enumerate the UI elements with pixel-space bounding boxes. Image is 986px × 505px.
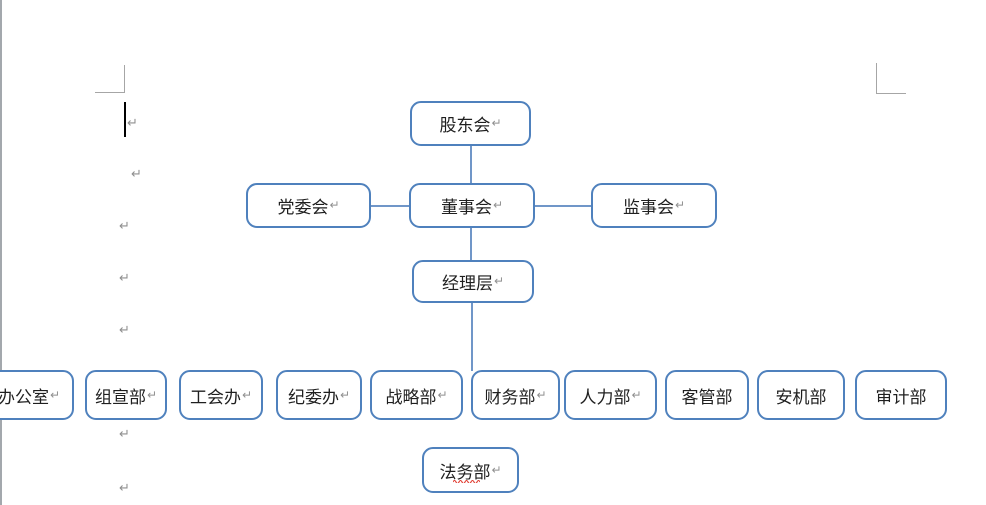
- connector-party-to-board: [371, 205, 410, 207]
- org-node-management-level[interactable]: 经理层↵: [412, 260, 534, 303]
- org-node-dept-finance[interactable]: 财务部↵: [471, 370, 560, 420]
- org-node-label: 法务部: [439, 462, 491, 482]
- org-node-dept-audit[interactable]: 审计部: [855, 370, 947, 420]
- margin-crop-mark-top-left-horizontal: [95, 92, 125, 93]
- org-node-dept-legal[interactable]: 法务部↵: [422, 447, 519, 493]
- org-node-label: 纪委办: [287, 387, 339, 407]
- paragraph-mark-icon: ↵: [241, 387, 253, 402]
- org-node-shareholders-meeting[interactable]: 股东会↵: [410, 101, 531, 146]
- org-node-dept-general-office[interactable]: 办公室↵: [0, 370, 74, 420]
- paragraph-mark-icon: ↵: [49, 387, 61, 402]
- org-node-dept-safety-equipment[interactable]: 安机部: [757, 370, 845, 420]
- org-node-label: 安机部: [775, 387, 827, 407]
- connector-management-to-departments: [471, 303, 473, 371]
- margin-crop-mark-top-left-vertical: [124, 65, 125, 93]
- paragraph-mark-icon: ↵: [119, 481, 130, 496]
- org-node-label: 监事会: [622, 198, 674, 217]
- paragraph-mark-icon: ↵: [119, 427, 130, 442]
- org-node-label: 组宣部: [94, 387, 146, 407]
- window-left-edge: [0, 0, 2, 505]
- paragraph-mark-icon: ↵: [437, 387, 448, 402]
- org-node-party-committee[interactable]: 党委会↵: [246, 183, 371, 228]
- paragraph-mark-icon: ↵: [491, 116, 502, 130]
- paragraph-mark-icon: ↵: [493, 274, 505, 288]
- org-node-dept-customer-management[interactable]: 客管部: [665, 370, 749, 420]
- paragraph-mark-icon: ↵: [536, 387, 547, 402]
- paragraph-mark-icon: ↵: [674, 198, 686, 212]
- margin-crop-mark-top-right-horizontal: [876, 93, 906, 94]
- paragraph-mark-icon: ↵: [491, 462, 502, 477]
- org-node-label: 董事会: [440, 198, 492, 217]
- paragraph-mark-icon: ↵: [127, 116, 138, 131]
- paragraph-mark-icon: ↵: [119, 271, 130, 286]
- org-node-label: 财务部: [484, 387, 536, 407]
- paragraph-mark-icon: ↵: [329, 198, 340, 212]
- paragraph-mark-icon: ↵: [146, 387, 158, 402]
- org-node-label: 审计部: [875, 387, 927, 407]
- connector-shareholders-to-board: [470, 146, 472, 183]
- org-node-label: 办公室: [0, 387, 49, 407]
- paragraph-mark-icon: ↵: [131, 167, 142, 182]
- org-node-board-of-directors[interactable]: 董事会↵: [409, 183, 535, 228]
- org-node-dept-discipline-office[interactable]: 纪委办↵: [276, 370, 362, 420]
- connector-board-to-supervisory: [534, 205, 592, 207]
- text-caret: [124, 102, 126, 137]
- org-node-dept-human-resources[interactable]: 人力部↵: [564, 370, 657, 420]
- org-node-label: 经理层: [441, 274, 493, 293]
- org-node-dept-organization-publicity[interactable]: 组宣部↵: [85, 370, 167, 420]
- paragraph-mark-icon: ↵: [119, 219, 130, 234]
- paragraph-mark-icon: ↵: [339, 387, 351, 402]
- org-node-label: 股东会: [439, 116, 491, 135]
- org-node-label: 人力部: [579, 387, 631, 407]
- org-node-label: 战略部: [385, 387, 437, 407]
- org-node-label: 工会办: [189, 387, 241, 407]
- org-node-label: 党委会: [277, 198, 329, 217]
- org-node-dept-labor-union-office[interactable]: 工会办↵: [179, 370, 263, 420]
- paragraph-mark-icon: ↵: [119, 323, 130, 338]
- org-node-dept-strategy[interactable]: 战略部↵: [370, 370, 463, 420]
- spellcheck-squiggle-icon: [453, 479, 480, 483]
- margin-crop-mark-top-right-vertical: [876, 63, 877, 94]
- org-node-label: 客管部: [681, 387, 733, 407]
- paragraph-mark-icon: ↵: [492, 198, 504, 212]
- connector-board-to-management: [470, 228, 472, 260]
- org-node-supervisory-board[interactable]: 监事会↵: [591, 183, 717, 228]
- paragraph-mark-icon: ↵: [631, 387, 642, 402]
